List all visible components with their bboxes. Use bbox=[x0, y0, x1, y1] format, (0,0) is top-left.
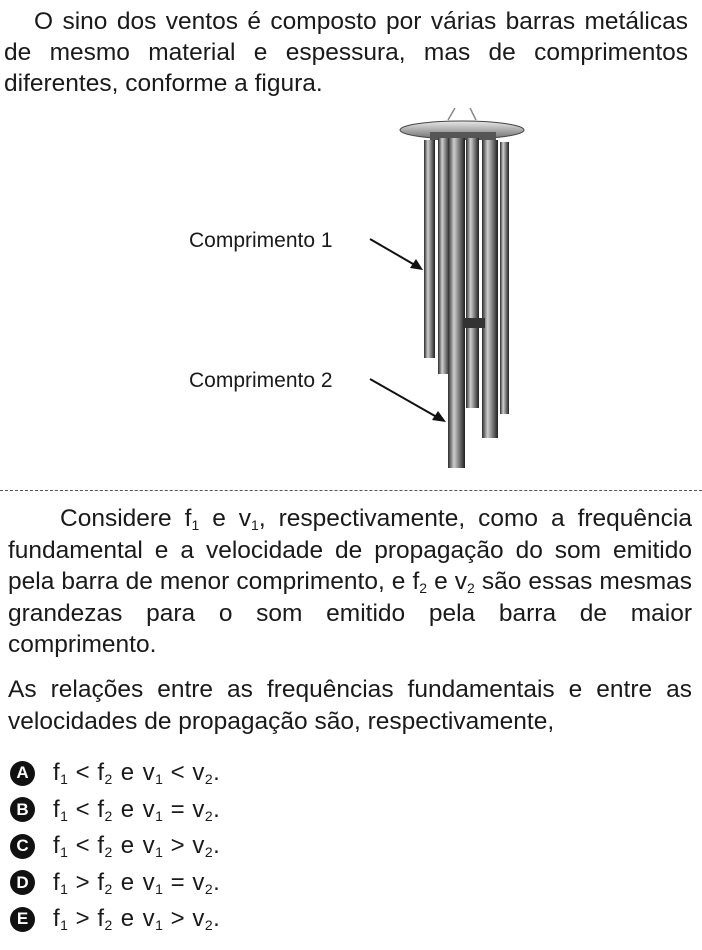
label-comprimento-1: Comprimento 1 bbox=[189, 229, 333, 252]
option-letter-badge: C bbox=[10, 833, 35, 859]
arrowhead-2 bbox=[432, 411, 446, 422]
arrow-comprimento-2 bbox=[369, 378, 443, 421]
subscript: 2 bbox=[467, 580, 475, 596]
intro-text: O sino dos ventos é composto por várias … bbox=[4, 8, 688, 97]
question-prompt: As relações entre as frequências fundame… bbox=[8, 676, 692, 735]
subscript: 1 bbox=[191, 517, 200, 533]
hanging-string bbox=[447, 108, 456, 121]
context-text: são essas mesmas grandezas para o som em… bbox=[8, 568, 692, 658]
dashed-divider bbox=[0, 490, 702, 491]
chime-cap-base bbox=[430, 132, 496, 140]
chime-clapper bbox=[463, 318, 485, 328]
chime-tube bbox=[466, 138, 479, 408]
wind-chime-illustration bbox=[369, 108, 525, 468]
context-text: e v bbox=[199, 505, 252, 532]
wind-chime-figure: Comprimento 1 Comprimento 2 bbox=[180, 108, 540, 480]
context-text: , respectivamente, como a frequência fun… bbox=[8, 505, 692, 595]
option-letter-badge: A bbox=[10, 760, 35, 786]
chime-tube bbox=[424, 140, 435, 358]
context-text: e v bbox=[427, 568, 468, 595]
question-context: Considere f1 e v1, respectivamente, como… bbox=[8, 503, 692, 661]
context-text: Considere f bbox=[60, 505, 192, 532]
subscript: 2 bbox=[419, 580, 428, 596]
chime-tube bbox=[438, 138, 450, 374]
option-letter-badge: E bbox=[10, 906, 35, 932]
chime-tube bbox=[500, 142, 509, 414]
subscript: 1 bbox=[251, 517, 259, 533]
hanging-string bbox=[469, 108, 477, 121]
option-letter-badge: B bbox=[10, 797, 35, 823]
arrow-comprimento-1 bbox=[369, 238, 421, 269]
chime-tube bbox=[482, 140, 498, 438]
chime-tube-longest bbox=[448, 138, 465, 468]
option-letter-badge: D bbox=[10, 870, 35, 896]
label-comprimento-2: Comprimento 2 bbox=[189, 369, 333, 392]
arrowhead-1 bbox=[410, 259, 423, 270]
